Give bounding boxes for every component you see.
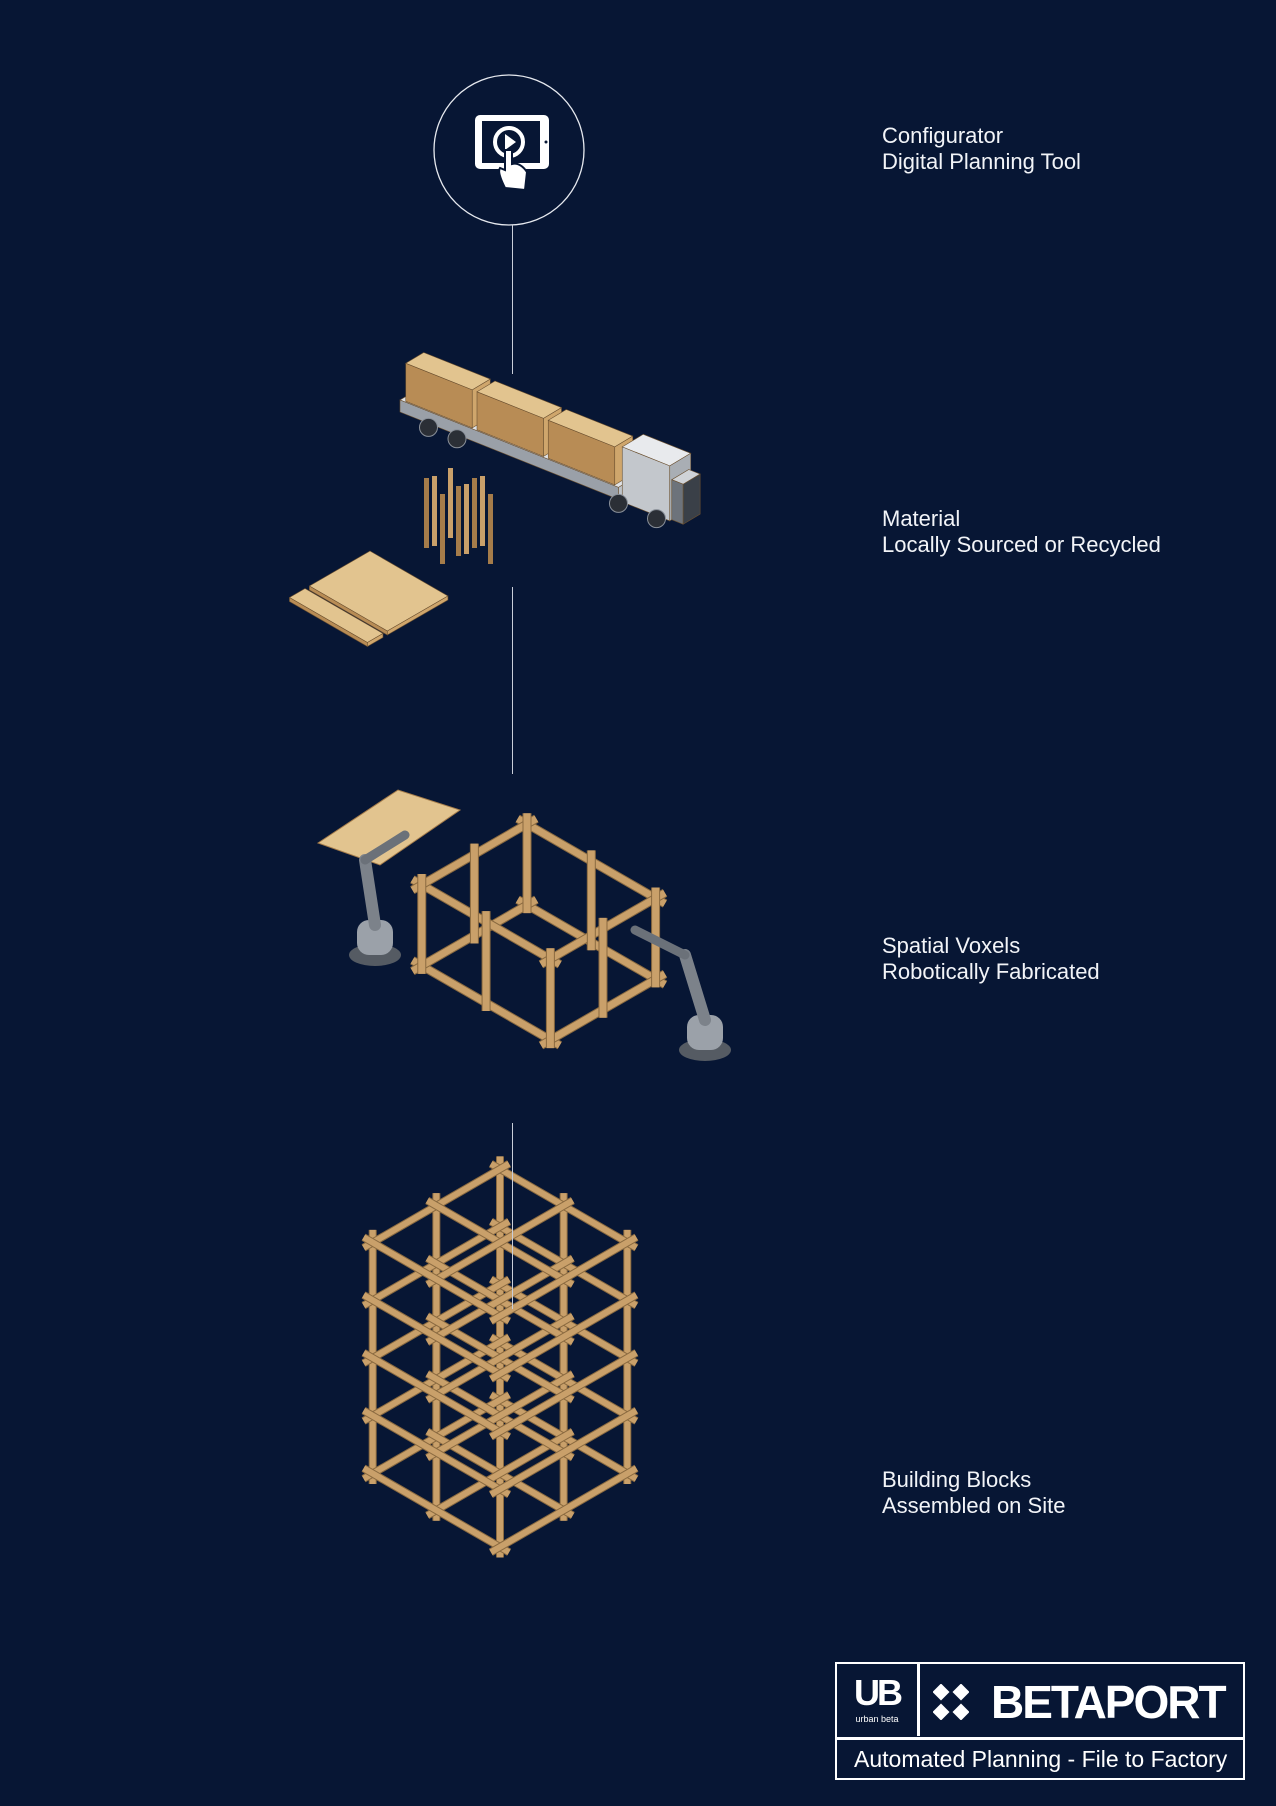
timber-stick <box>424 478 429 548</box>
timber-tower-illustration <box>361 1156 639 1558</box>
timber-beam <box>362 1465 511 1555</box>
timber-stick <box>440 494 445 564</box>
timber-beam <box>489 1407 638 1498</box>
timber-beam <box>489 1292 638 1382</box>
step-configurator: Configurator Digital Planning Tool <box>882 123 1081 175</box>
timber-stick <box>480 476 485 546</box>
tagline: Automated Planning - File to Factory <box>837 1737 1243 1778</box>
step-subtitle: Digital Planning Tool <box>882 149 1081 174</box>
timber-beam <box>489 1350 638 1440</box>
wheel <box>419 417 438 437</box>
timber-stick <box>456 486 461 556</box>
timber-stick <box>488 494 493 564</box>
connector-line <box>512 587 513 774</box>
timber-beam <box>425 1197 575 1288</box>
lumber-block <box>682 473 701 525</box>
step-spatial-voxels: Spatial Voxels Robotically Fabricated <box>882 933 1100 985</box>
robot-frame-illustration <box>316 789 731 1061</box>
robot-arm <box>679 949 711 1026</box>
lumber-block <box>367 632 384 648</box>
robot-body <box>357 920 393 955</box>
timber-beam <box>489 1465 638 1555</box>
timber-stick <box>448 468 453 538</box>
step-material: Material Locally Sourced or Recycled <box>882 506 1161 558</box>
robot-arm <box>630 925 690 960</box>
configurator-icon <box>433 74 585 226</box>
robot-body <box>687 1015 723 1050</box>
step-subtitle: Locally Sourced or Recycled <box>882 532 1161 557</box>
robot-arm <box>359 854 381 931</box>
step-subtitle: Assembled on Site <box>882 1493 1066 1518</box>
timber-beam <box>362 1350 511 1440</box>
brand-logo-box: UB urban beta BETAPORT Automated Plannin… <box>835 1662 1245 1780</box>
timber-beam <box>362 1292 511 1382</box>
step-title: Material <box>882 506 961 531</box>
lumber-truck-illustration <box>288 352 701 648</box>
lumber-block <box>387 595 449 636</box>
step-building-blocks: Building Blocks Assembled on Site <box>882 1467 1065 1519</box>
timber-panel <box>316 789 462 866</box>
wheel <box>647 509 666 529</box>
timber-beam <box>362 1234 511 1324</box>
wheel <box>447 429 467 449</box>
step-title: Configurator <box>882 123 1004 148</box>
x-mark-icon <box>933 1684 969 1720</box>
timber-stick <box>432 476 437 546</box>
step-title: Spatial Voxels <box>882 933 1021 958</box>
timber-beam <box>489 1234 638 1324</box>
timber-stick <box>464 484 469 554</box>
connector-line <box>512 1123 513 1309</box>
step-subtitle: Robotically Fabricated <box>882 959 1100 984</box>
lumber-block <box>671 479 684 525</box>
timber-stick <box>472 478 477 548</box>
robot-arm <box>360 830 410 865</box>
timber-beam <box>362 1407 511 1498</box>
betaport-logo: BETAPORT <box>933 1672 1227 1732</box>
wheel <box>609 493 628 513</box>
step-title: Building Blocks <box>882 1467 1032 1492</box>
connector-line <box>512 225 513 374</box>
urban-beta-logo: UB urban beta <box>837 1664 920 1736</box>
